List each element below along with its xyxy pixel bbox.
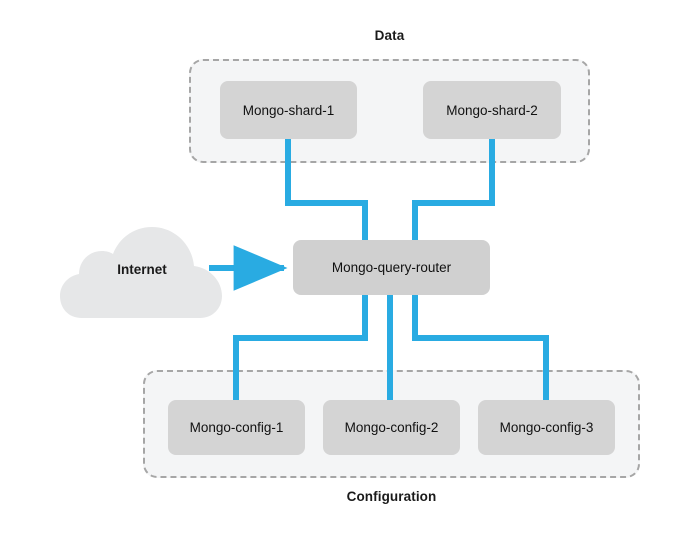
group-label-data: Data (374, 28, 405, 43)
node-mongo-shard-1[interactable]: Mongo-shard-1 (220, 81, 357, 139)
cloud-icon (60, 227, 222, 318)
node-mongo-config-2[interactable]: Mongo-config-2 (323, 400, 460, 455)
node-mongo-config-3[interactable]: Mongo-config-3 (478, 400, 615, 455)
cloud-label-internet: Internet (117, 262, 167, 277)
node-mongo-config-1[interactable]: Mongo-config-1 (168, 400, 305, 455)
group-label-configuration: Configuration (346, 489, 437, 504)
node-mongo-query-router[interactable]: Mongo-query-router (293, 240, 490, 295)
node-mongo-shard-2[interactable]: Mongo-shard-2 (423, 81, 561, 139)
